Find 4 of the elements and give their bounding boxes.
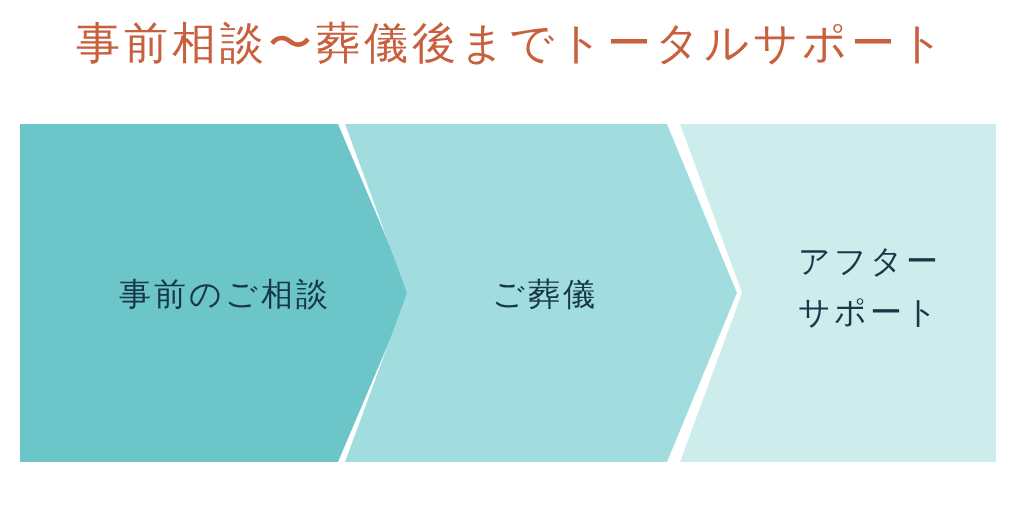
title: 事前相談〜葬儀後までトータルサポート (75, 16, 949, 70)
step-label: ご葬儀 (491, 274, 599, 315)
step-label: 事前のご相談 (118, 274, 332, 315)
step-label: アフターサポート (798, 241, 942, 334)
